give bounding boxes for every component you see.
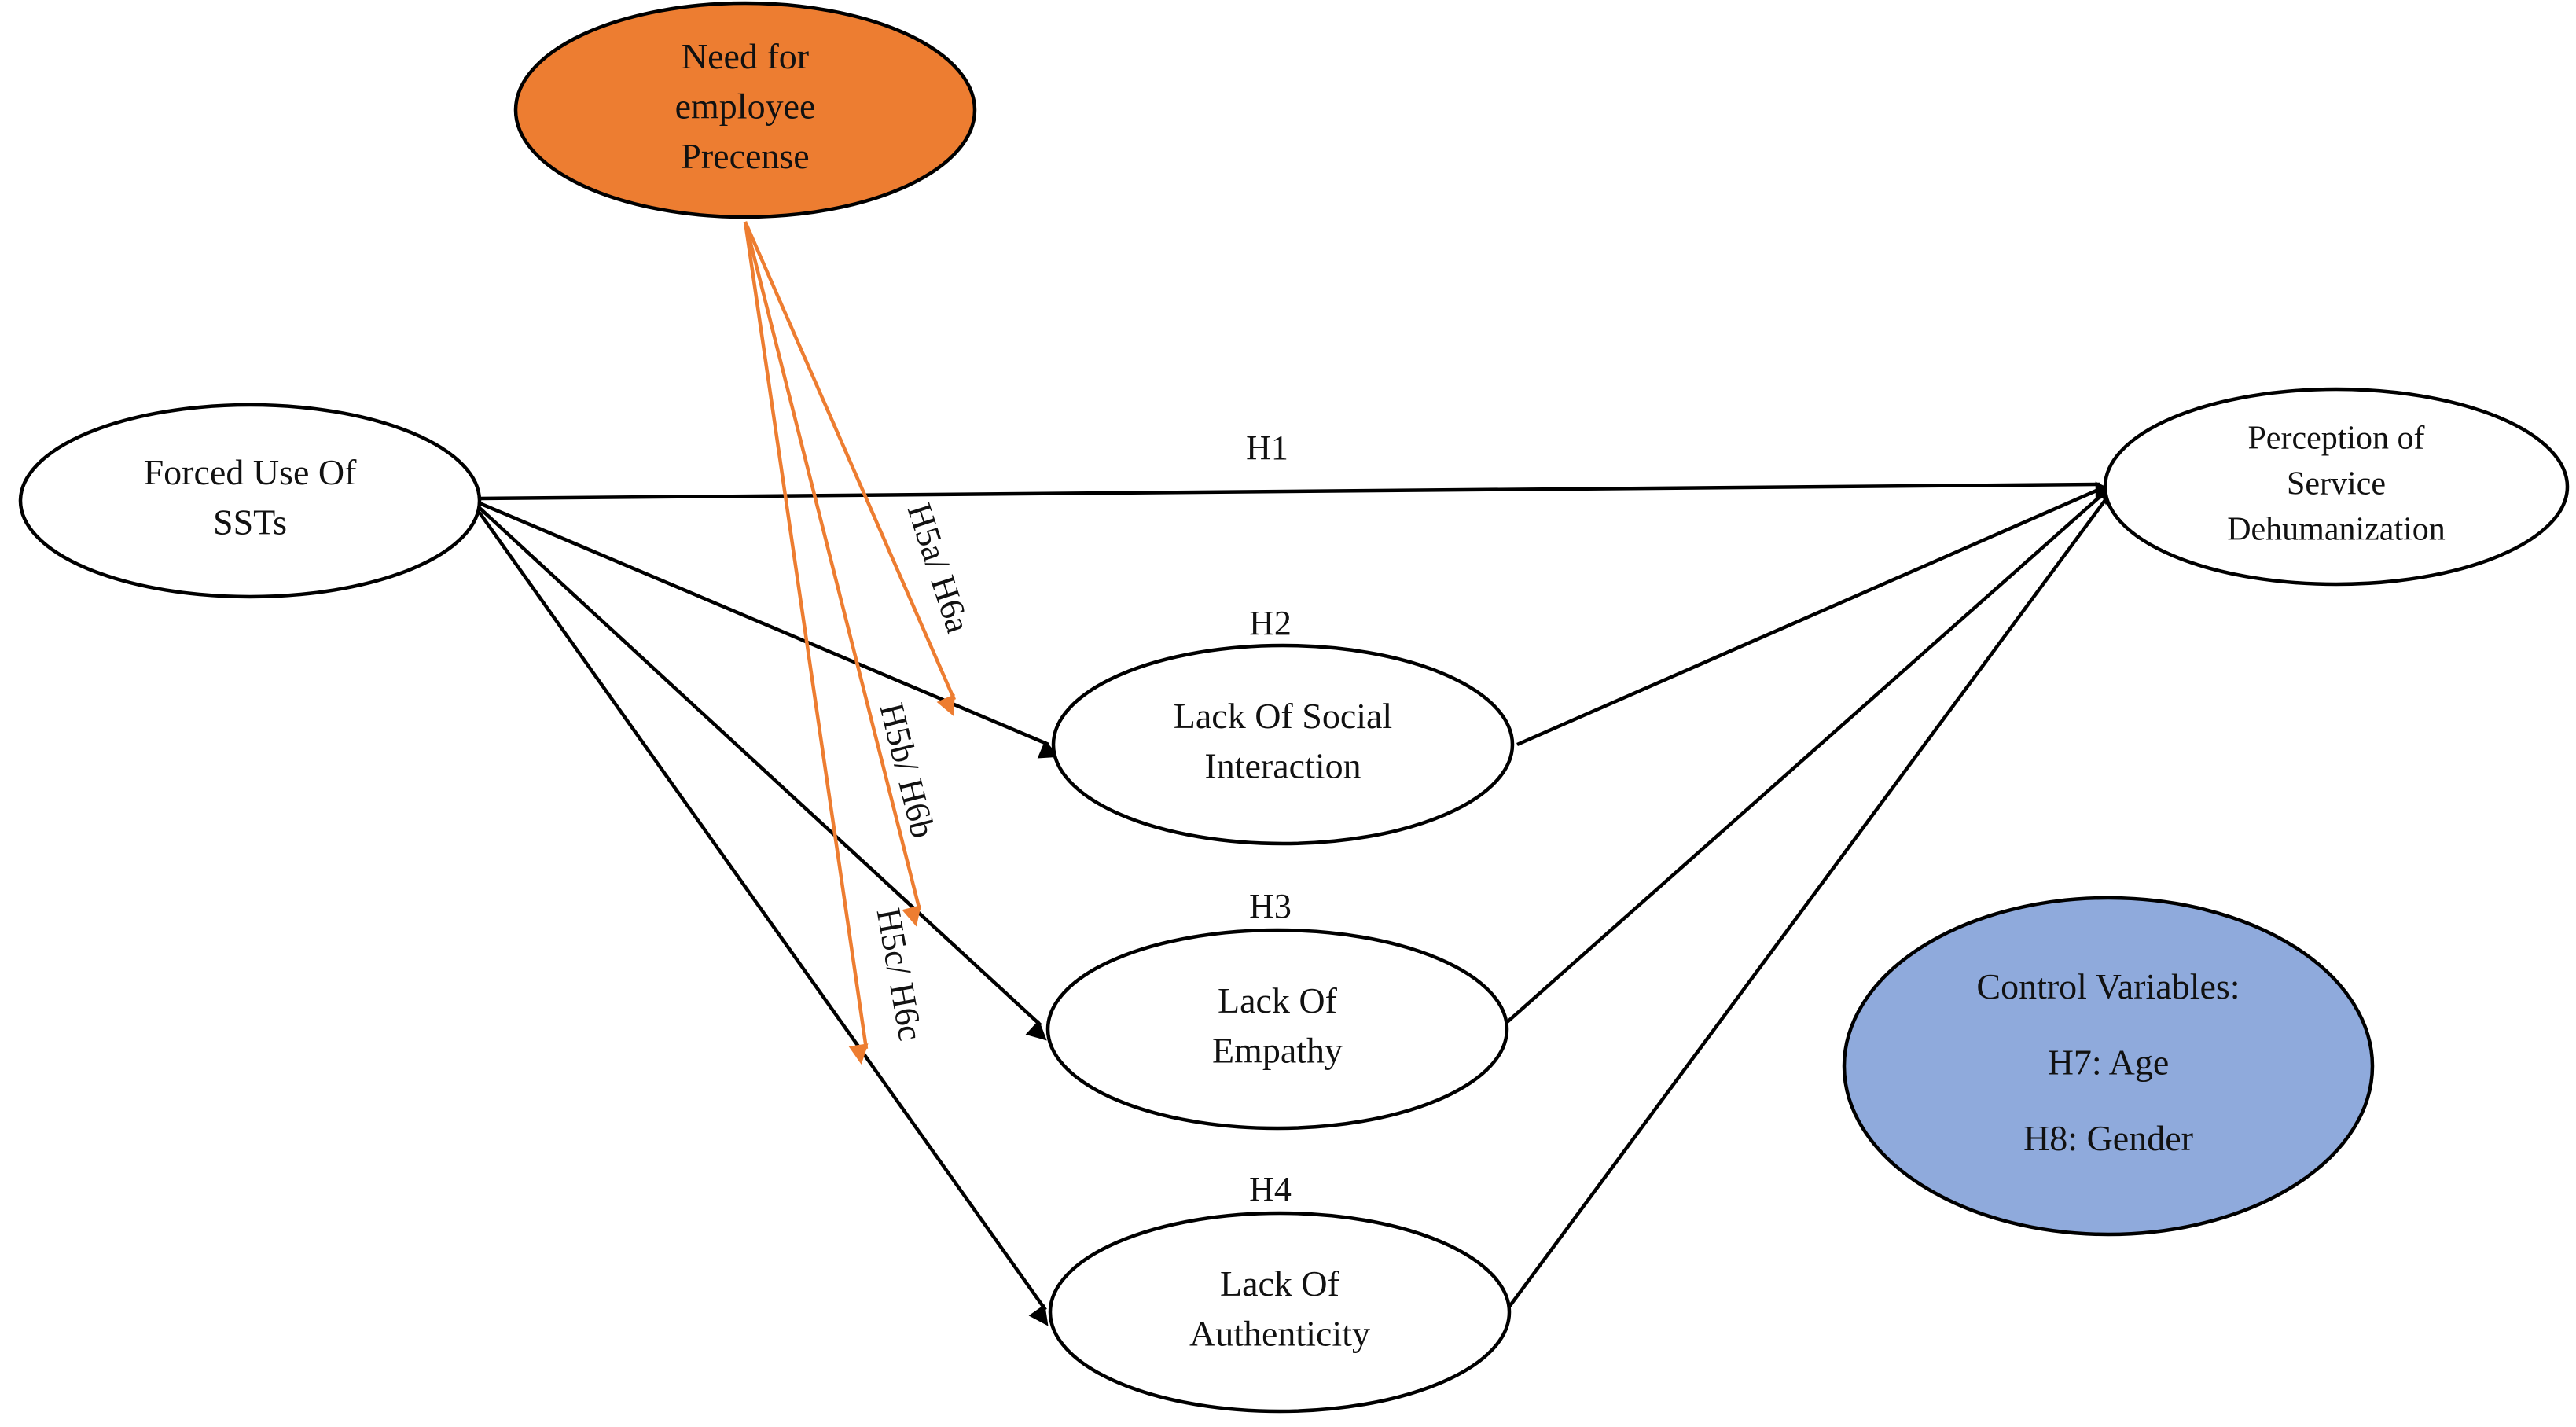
label-h5a: H5a/ H6a: [900, 498, 978, 638]
perception-ellipse: [2103, 387, 2570, 587]
node-label-line: Service: [2287, 466, 2386, 502]
edge-forced-to-empathy: [478, 506, 1047, 1041]
node-label-line: Dehumanization: [2227, 512, 2446, 548]
label-h1: H1: [1246, 428, 1288, 467]
node-label-line: Lack Of: [1220, 1263, 1340, 1304]
authenticity-label: Lack Of Authenticity: [1189, 1263, 1370, 1353]
empathy-ellipse: [1045, 928, 1509, 1131]
social-interaction-ellipse: [1051, 643, 1515, 846]
edge-empathy-to-perception: [1504, 486, 2123, 1025]
edges-layer: [478, 221, 2125, 1326]
edge-h5a-moderation: [743, 221, 957, 716]
node-label-line: Empathy: [1212, 1030, 1343, 1070]
edge-h5b-moderation: [743, 221, 922, 927]
node-label-line: Precense: [681, 136, 809, 176]
node-label-line: H8: Gender: [2023, 1118, 2193, 1158]
node-label-line: Perception of: [2247, 421, 2424, 457]
node-label-line: Lack Of: [1218, 980, 1338, 1021]
node-authenticity: Lack Of Authenticity: [1048, 1211, 1512, 1414]
node-label-line: employee: [675, 86, 816, 127]
edge-social-to-perception: [1516, 485, 2120, 747]
label-h4: H4: [1249, 1170, 1292, 1208]
label-h5c: H5c/ H6c: [869, 905, 930, 1043]
node-label-line: H7: Age: [2048, 1043, 2170, 1083]
edge-h5c-moderation: [743, 221, 869, 1065]
forced-use-ellipse: [18, 403, 482, 599]
empathy-label: Lack Of Empathy: [1212, 980, 1343, 1070]
edge-forced-to-authenticity: [478, 511, 1049, 1326]
node-label-line: Authenticity: [1189, 1313, 1370, 1353]
label-h3: H3: [1249, 887, 1292, 925]
authenticity-ellipse: [1048, 1211, 1512, 1414]
node-label-line: Need for: [682, 36, 809, 76]
node-label-line: Lack Of Social: [1174, 696, 1392, 736]
moderator-ellipse: [513, 1, 977, 219]
label-h2: H2: [1249, 604, 1292, 642]
node-forced-use: Forced Use Of SSTs: [18, 403, 482, 599]
forced-use-label: Forced Use Of SSTs: [144, 452, 357, 542]
node-label-line: Control Variables:: [1976, 966, 2240, 1006]
node-empathy: Lack Of Empathy: [1045, 928, 1509, 1131]
control-variables-ellipse: [1842, 896, 2375, 1237]
edge-h1: [479, 481, 2115, 502]
node-label-line: Forced Use Of: [144, 452, 357, 492]
node-label-line: Interaction: [1204, 745, 1361, 785]
edge-authenticity-to-perception: [1508, 486, 2125, 1308]
node-label-line: SSTs: [213, 502, 287, 542]
